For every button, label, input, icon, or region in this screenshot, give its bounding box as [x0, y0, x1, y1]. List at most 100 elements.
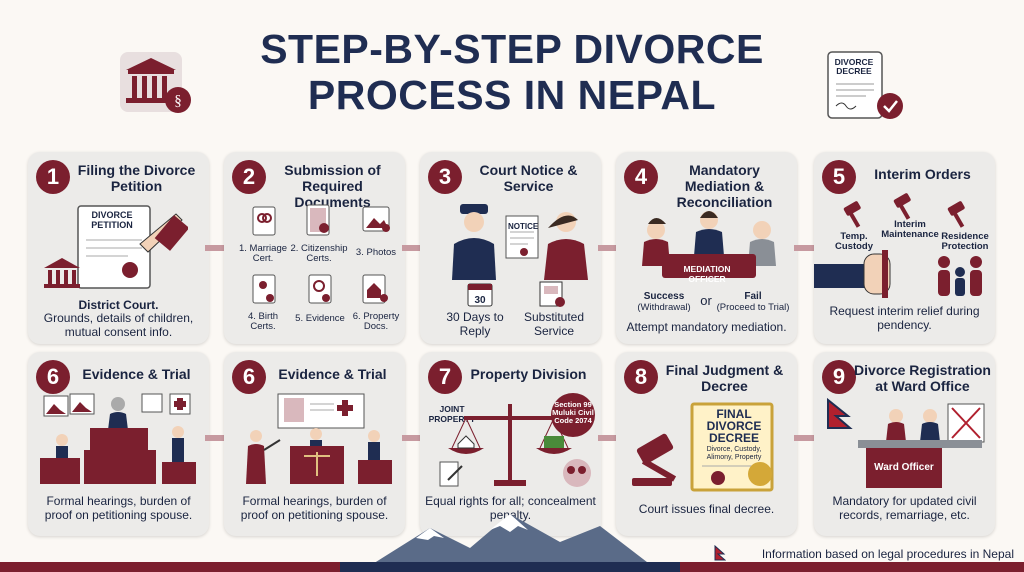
step-card-5: 5 Interim Orders Temp. Custody Interim M…	[814, 152, 995, 344]
document-item: 6. Property Docs.	[352, 311, 400, 332]
legal-section-label: Section 99 Muluki Civil Code 2074	[552, 400, 594, 425]
calendar-icon	[467, 283, 493, 307]
step-description: Court issues final decree.	[638, 502, 775, 516]
step-number-badge: 4	[624, 160, 658, 194]
calendar-day: 30	[474, 295, 486, 306]
step-title: Filing the Divorce Petition	[77, 162, 196, 194]
petition-label: DIVORCE PETITION	[91, 210, 133, 230]
step-title: Evidence & Trial	[278, 366, 387, 382]
step-card-1: 1 Filing the Divorce Petition DIVORCE PE…	[28, 152, 209, 344]
step-title: Final Judgment & Decree	[665, 362, 784, 394]
gavel-icon	[947, 201, 965, 228]
step-number-badge: 9	[822, 360, 856, 394]
step-card-2: 2 Submission of Required Documents 1. Ma…	[224, 152, 405, 344]
reply-period: 30 Days to Reply	[446, 310, 504, 338]
or-label: or	[700, 293, 712, 308]
joint-property-label: JOINT PROPERTY	[428, 404, 476, 424]
footer-note: Information based on legal procedures in…	[761, 547, 1014, 561]
balance-scale-icon	[448, 404, 572, 486]
step-card-4: 4 Mandatory Mediation & Reconciliation M…	[616, 152, 797, 344]
step-title: Property Division	[470, 366, 587, 382]
police-officer-icon	[452, 204, 496, 280]
page-title: STEP-BY-STEP DIVORCE PROCESS IN NEPAL	[260, 26, 764, 118]
interim-order-label: Residence Protection	[941, 231, 989, 252]
document-item: 4. Birth Certs.	[247, 311, 279, 332]
step-title: Divorce Registration at Ward Office	[854, 362, 991, 394]
substituted-service-icon	[539, 281, 565, 307]
ward-office-icon	[827, 397, 985, 488]
notice-label: NOTICE	[508, 222, 539, 231]
step-number-badge: 6	[36, 360, 70, 394]
step-description: Formal hearings, burden of proof on peti…	[240, 494, 389, 522]
document-item: 1. Marriage Cert.	[238, 243, 288, 264]
interim-order-label: Temp. Custody	[835, 231, 873, 252]
petition-document-icon	[77, 205, 188, 289]
step-card-9: 9 Divorce Registration at Ward Office Wa…	[814, 352, 995, 536]
step-description: Grounds, details of children, mutual con…	[43, 311, 194, 339]
step-number-badge: 8	[624, 360, 658, 394]
step-title: Mandatory Mediation & Reconciliation	[676, 162, 773, 210]
step-card-6: 6 Evidence & Trial Formal hearings, burd…	[28, 352, 209, 536]
step-number-badge: 6	[232, 360, 266, 394]
success-sub: (Withdrawal)	[637, 302, 691, 313]
ward-officer-label: Ward Officer	[874, 462, 934, 473]
document-item: 3. Photos	[355, 247, 397, 258]
hand-with-gavel-icon	[814, 250, 891, 298]
seal-badge-icon	[551, 393, 595, 437]
step-number-badge: 2	[232, 160, 266, 194]
step-card-8: 8 Final Judgment & Decree FINAL DIVORCE …	[616, 352, 797, 536]
step-number-badge: 7	[428, 360, 462, 394]
judge-gavel-icon	[632, 433, 677, 486]
document-pen-icon	[439, 461, 463, 487]
step-card-3: 3 Court Notice & Service NOTICE 30 30 Da…	[420, 152, 601, 344]
notice-document-icon	[505, 215, 539, 259]
mediation-session-icon	[642, 211, 776, 278]
recipient-person-icon	[544, 212, 588, 280]
fail-label: Fail	[744, 291, 762, 302]
mediation-officer-banner: MEDIATION OFFICER	[683, 264, 731, 284]
photos-icon	[362, 206, 390, 232]
gavel-icon	[843, 201, 861, 228]
property-documents-icon	[362, 274, 388, 304]
step-description: Mandatory for updated civil records, rem…	[832, 494, 977, 522]
step-heading: District Court.	[78, 298, 159, 312]
step-card-6b: 6 Evidence & Trial Formal hearings, burd…	[224, 352, 405, 536]
birth-certificate-icon	[252, 274, 276, 304]
citizenship-certificate-icon	[306, 204, 330, 236]
nepal-flag-icon	[714, 545, 726, 561]
step-number-badge: 3	[428, 160, 462, 194]
decree-certificate-label: DIVORCE DECREE	[834, 57, 874, 76]
courtroom-evidence-icon	[246, 393, 392, 484]
mountains-illustration	[360, 514, 660, 572]
district-court-icon	[44, 258, 80, 288]
courtroom-trial-icon	[40, 393, 196, 484]
document-item: 5. Evidence	[295, 313, 345, 324]
decree-certificate-icon	[827, 51, 903, 119]
courthouse-icon: §	[120, 52, 191, 113]
step-card-7: 7 Property Division JOINT PROPERTY Secti…	[420, 352, 601, 536]
step-number-badge: 5	[822, 160, 856, 194]
step-title: Evidence & Trial	[82, 366, 191, 382]
step-description: Formal hearings, burden of proof on peti…	[44, 494, 193, 522]
fail-sub: (Proceed to Trial)	[716, 302, 790, 313]
gavel-icon	[893, 193, 911, 220]
family-icon	[938, 256, 982, 296]
evidence-icon	[308, 274, 332, 304]
final-decree-document-icon	[690, 402, 774, 492]
footer-band-navy	[340, 562, 680, 572]
decree-subtitle: Divorce, Custody, Alimony, Property	[706, 446, 762, 461]
interim-order-label: Interim Maintenance	[881, 219, 939, 240]
substituted-service-label: Substituted Service	[523, 310, 585, 338]
success-label: Success	[643, 291, 685, 302]
step-description: Attempt mandatory mediation.	[626, 320, 787, 334]
step-title: Court Notice & Service	[479, 162, 578, 194]
document-item: 2. Citizenship Certs.	[290, 243, 348, 264]
step-title: Submission of Required Documents	[284, 162, 381, 210]
decree-title: FINAL DIVORCE DECREE	[706, 407, 762, 445]
step-number-badge: 1	[36, 160, 70, 194]
marriage-certificate-icon	[252, 206, 276, 236]
svg-text:§: §	[174, 93, 182, 109]
step-description: Request interim relief during pendency.	[829, 304, 980, 332]
children-icon	[563, 459, 591, 487]
step-title: Interim Orders	[874, 166, 971, 182]
